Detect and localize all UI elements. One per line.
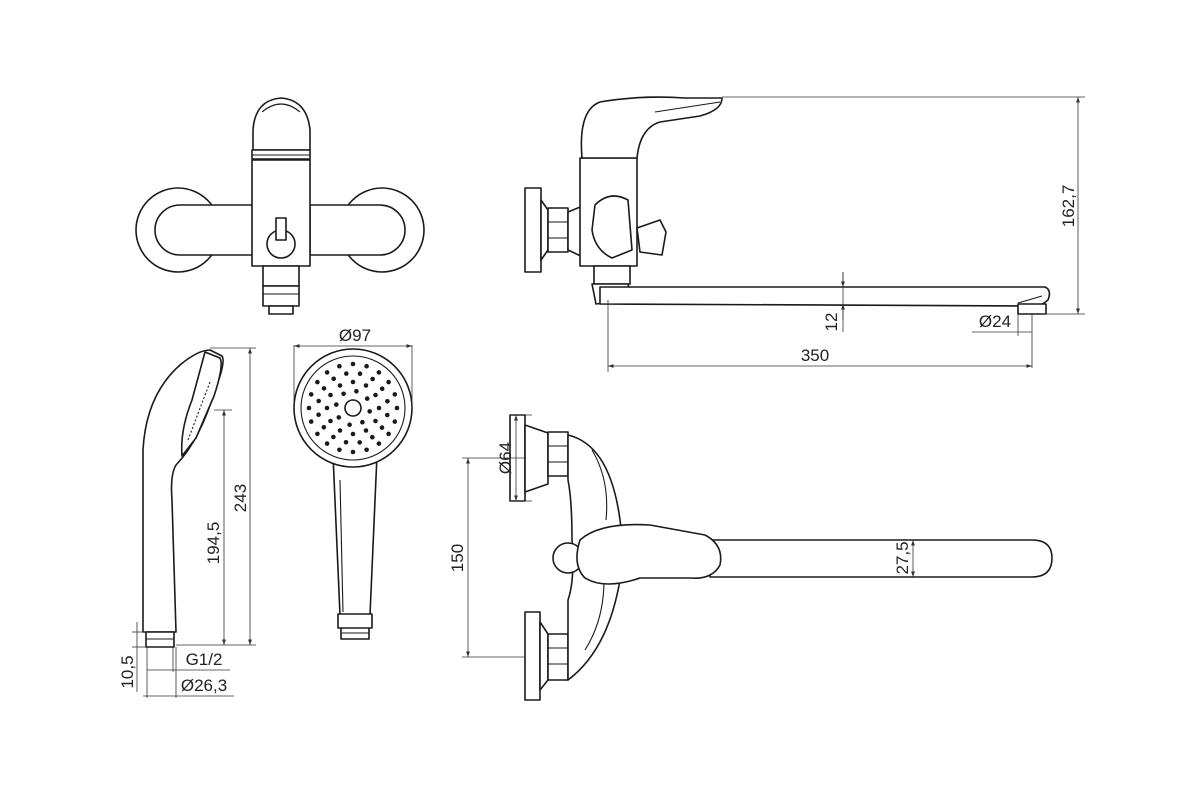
nozzle-dot [357,371,363,377]
dim-outlet-diameter: Ø24 [979,312,1011,331]
nozzle-dot [344,371,349,376]
nozzle-dot [315,379,320,385]
faucet-top-view [509,414,1053,701]
nozzle-dot [315,431,320,437]
nozzle-dot [394,405,400,411]
handshower-front-view [293,348,413,640]
dim-head-diameter: Ø97 [339,326,371,345]
nozzle-dot [367,409,373,414]
nozzle-dot [316,412,321,418]
nozzle-dot [370,434,375,440]
nozzle-dot [331,376,337,382]
nozzle-dot [324,370,330,375]
nozzle-dot [321,425,327,430]
nozzle-dot [331,434,336,440]
nozzle-dot [347,422,352,428]
nozzle-dot [386,379,391,385]
nozzle-dot [354,389,359,394]
nozzle-dot [376,370,382,375]
dim-spout-clearance: 12 [822,313,841,332]
nozzle-dot [373,418,378,424]
nozzle-dot [306,405,312,411]
nozzle-dot [360,419,365,425]
nozzle-dot [343,440,349,445]
nozzle-dot [328,392,333,398]
faucet-side-view [524,96,1051,315]
faucet-front-view [135,97,425,315]
dim-height-total: 162,7 [1059,185,1078,228]
handshower-side-view [142,349,224,648]
nozzle-dot [392,419,398,424]
nozzle-dot [350,431,356,437]
nozzle-dot [357,440,363,445]
nozzle-dot [376,441,382,446]
dim-thread-length: 10,5 [118,655,137,688]
nozzle-dot [308,392,314,397]
spray-nozzles [306,361,400,455]
nozzle-dot [370,376,375,382]
nozzle-dot [321,386,327,391]
nozzle-dot [328,418,333,424]
nozzle-dot [363,383,369,388]
nozzle-dot [308,419,314,424]
nozzle-dot [334,402,339,407]
nozzle-dot [373,392,378,398]
nozzle-dot [341,391,346,397]
dim-grip-diameter: Ø26,3 [181,676,227,695]
handshower-front-dimensions: Ø97 [293,326,413,408]
nozzle-dot [379,386,385,392]
dim-spout-length: 350 [801,346,829,365]
nozzle-dot [337,428,343,433]
dim-thread-size: G1/2 [186,650,223,669]
nozzle-dot [316,398,322,404]
nozzle-dot [364,447,369,453]
nozzle-dot [337,363,342,369]
dim-handshower-length: 243 [231,484,250,512]
dim-spout-thickness: 27,5 [893,541,912,574]
nozzle-dot [337,447,342,453]
nozzle-dot [324,405,330,411]
handshower-side-dimensions: 243 194,5 10,5 G1/2 Ø26,3 [118,347,256,698]
top-view-dimensions: Ø64 150 27,5 [448,414,915,658]
nozzle-dot [363,428,369,433]
nozzle-dot [350,449,356,455]
nozzle-dot [336,415,342,420]
nozzle-dot [385,412,390,418]
nozzle-dot [350,379,356,385]
nozzle-dot [379,425,385,430]
nozzle-dot [392,392,398,397]
nozzle-dot [376,405,382,411]
nozzle-dot [385,399,390,404]
nozzle-dot [324,441,330,446]
dim-center-distance: 150 [448,544,467,572]
nozzle-dot [386,431,391,437]
nozzle-dot [364,396,370,401]
side-view-dimensions: 162,7 12 Ø24 350 [607,96,1085,372]
nozzle-dot [350,361,356,367]
nozzle-dot [337,383,343,388]
dim-handshower-inner: 194,5 [204,522,223,565]
nozzle-dot [364,363,369,369]
